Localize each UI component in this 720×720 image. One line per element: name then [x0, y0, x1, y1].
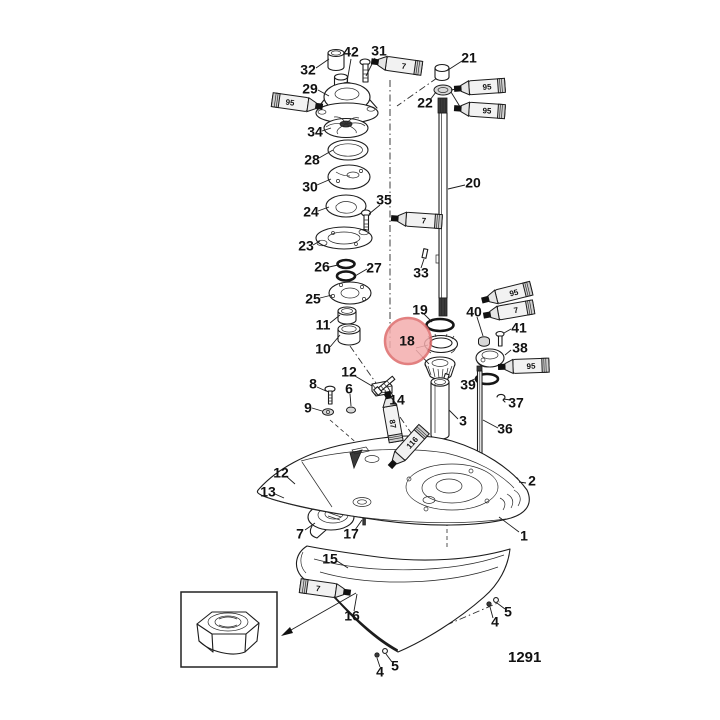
callout-32[interactable]: 32 — [300, 62, 316, 78]
tube-icons-layer: 95 7 95 95 — [270, 55, 550, 599]
callout-36[interactable]: 36 — [497, 421, 513, 437]
svg-text:7: 7 — [421, 216, 427, 225]
anode-and-fasteners-drawing — [474, 330, 506, 459]
callout-25[interactable]: 25 — [305, 291, 321, 307]
callout-22[interactable]: 22 — [417, 95, 433, 111]
lubricant-tube-95-icon: 95 — [270, 92, 324, 113]
svg-text:95: 95 — [482, 106, 492, 116]
lubricant-tube-95-icon: 95 — [453, 77, 506, 96]
callout-31[interactable]: 31 — [371, 43, 387, 59]
callout-42[interactable]: 42 — [343, 44, 359, 60]
svg-text:87: 87 — [387, 419, 398, 430]
callout-17[interactable]: 17 — [343, 526, 359, 542]
svg-text:95: 95 — [482, 82, 492, 92]
callout-15[interactable]: 15 — [322, 551, 338, 567]
callout-21[interactable]: 21 — [461, 50, 477, 66]
callout-34[interactable]: 34 — [307, 124, 323, 140]
callout-19[interactable]: 19 — [412, 302, 428, 318]
lubricant-tube-87-icon: 87 — [382, 390, 404, 444]
drawing-number: 1291 — [508, 649, 541, 666]
callout-26[interactable]: 26 — [314, 259, 330, 275]
callout-24[interactable]: 24 — [303, 204, 319, 220]
callout-38[interactable]: 38 — [512, 340, 528, 356]
callout-11[interactable]: 11 — [316, 317, 331, 333]
callout-23[interactable]: 23 — [298, 238, 314, 254]
callout-16[interactable]: 16 — [344, 608, 360, 624]
lubricant-tube-95-icon: 95 — [453, 101, 506, 120]
lubricant-tube-116-icon: 116 — [387, 423, 430, 470]
inset-pointer-arrow — [281, 592, 357, 636]
svg-text:7: 7 — [315, 584, 321, 594]
callout-41[interactable]: 41 — [511, 320, 527, 336]
callout-7[interactable]: 7 — [296, 526, 304, 542]
callout-20[interactable]: 20 — [465, 175, 481, 191]
callout-18[interactable]: 18 — [399, 333, 415, 349]
lubricant-tube-95-icon: 95 — [481, 280, 534, 305]
svg-text:95: 95 — [285, 98, 296, 108]
callout-33[interactable]: 33 — [413, 265, 429, 281]
callout-10[interactable]: 10 — [315, 341, 331, 357]
callout-3[interactable]: 3 — [459, 413, 467, 429]
callout-4[interactable]: 4 — [376, 664, 384, 680]
callout-28[interactable]: 28 — [304, 152, 320, 168]
lubricant-tube-7-icon: 7 — [298, 578, 352, 599]
callout-39[interactable]: 39 — [460, 377, 476, 393]
callout-40[interactable]: 40 — [466, 304, 482, 320]
svg-text:7: 7 — [401, 62, 407, 72]
lubricant-tube-7-icon: 7 — [482, 299, 536, 321]
callout-30[interactable]: 30 — [302, 179, 318, 195]
svg-text:7: 7 — [513, 306, 519, 316]
callout-29[interactable]: 29 — [302, 81, 318, 97]
lubricant-tube-7-icon: 7 — [390, 211, 443, 230]
svg-text:95: 95 — [526, 362, 536, 371]
callout-1[interactable]: 1 — [520, 528, 528, 544]
water-pump-stack-drawing — [315, 48, 379, 346]
callout-14[interactable]: 14 — [389, 392, 405, 408]
callout-37[interactable]: 37 — [508, 395, 524, 411]
callout-2[interactable]: 2 — [528, 473, 536, 489]
gearcase-housing-drawing — [256, 435, 530, 526]
callout-5[interactable]: 5 — [504, 604, 512, 620]
callout-9[interactable]: 9 — [304, 400, 312, 416]
lubricant-tube-95-icon: 95 — [497, 357, 550, 375]
callout-4[interactable]: 4 — [491, 614, 499, 630]
callout-12[interactable]: 12 — [273, 465, 289, 481]
callout-35[interactable]: 35 — [376, 192, 392, 208]
callout-5[interactable]: 5 — [391, 658, 399, 674]
callout-8[interactable]: 8 — [309, 376, 317, 392]
callout-6[interactable]: 6 — [345, 381, 353, 397]
callout-12[interactable]: 12 — [341, 364, 357, 380]
hex-nut-inset-box — [180, 591, 278, 668]
callout-27[interactable]: 27 — [366, 260, 382, 276]
driveshaft-assembly-drawing — [421, 63, 459, 440]
callout-13[interactable]: 13 — [260, 484, 276, 500]
highlight-circle-part-18[interactable] — [383, 316, 433, 366]
svg-text:95: 95 — [509, 287, 520, 298]
lubricant-tube-7-icon: 7 — [370, 55, 424, 76]
